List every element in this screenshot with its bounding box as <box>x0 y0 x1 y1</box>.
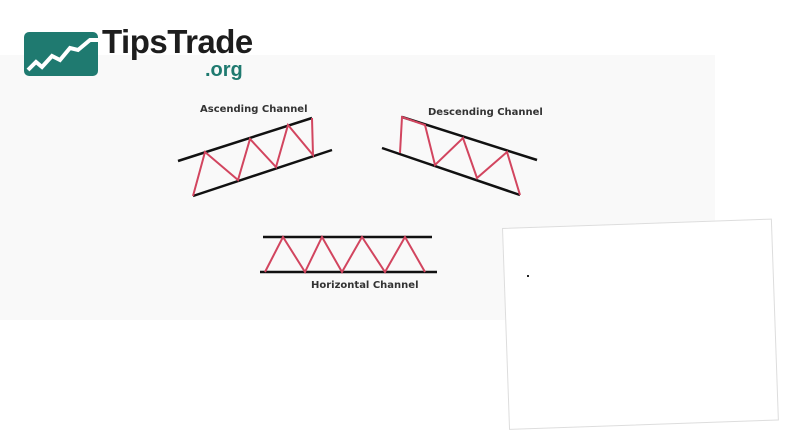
paper-sheet <box>502 218 779 430</box>
horizontal-price-path <box>264 234 426 275</box>
channel-diagram <box>177 115 538 275</box>
horizontal-channel-label: Horizontal Channel <box>311 280 419 291</box>
horizontal-channel <box>260 234 437 275</box>
ascending-lower-trendline <box>192 148 333 198</box>
ascending-channel <box>177 116 333 198</box>
logo-text: TipsTrade <box>102 23 253 60</box>
logo-suffix: .org <box>205 59 243 81</box>
chart-logo-icon <box>24 32 100 76</box>
descending-price-path <box>399 115 521 196</box>
descending-channel-label: Descending Channel <box>428 107 543 118</box>
ascending-price-path <box>192 117 315 197</box>
descending-channel <box>381 115 538 197</box>
descending-lower-trendline <box>381 146 521 197</box>
ascending-channel-label: Ascending Channel <box>200 104 308 115</box>
ascending-upper-trendline <box>177 116 313 163</box>
dot-mark <box>527 275 529 277</box>
